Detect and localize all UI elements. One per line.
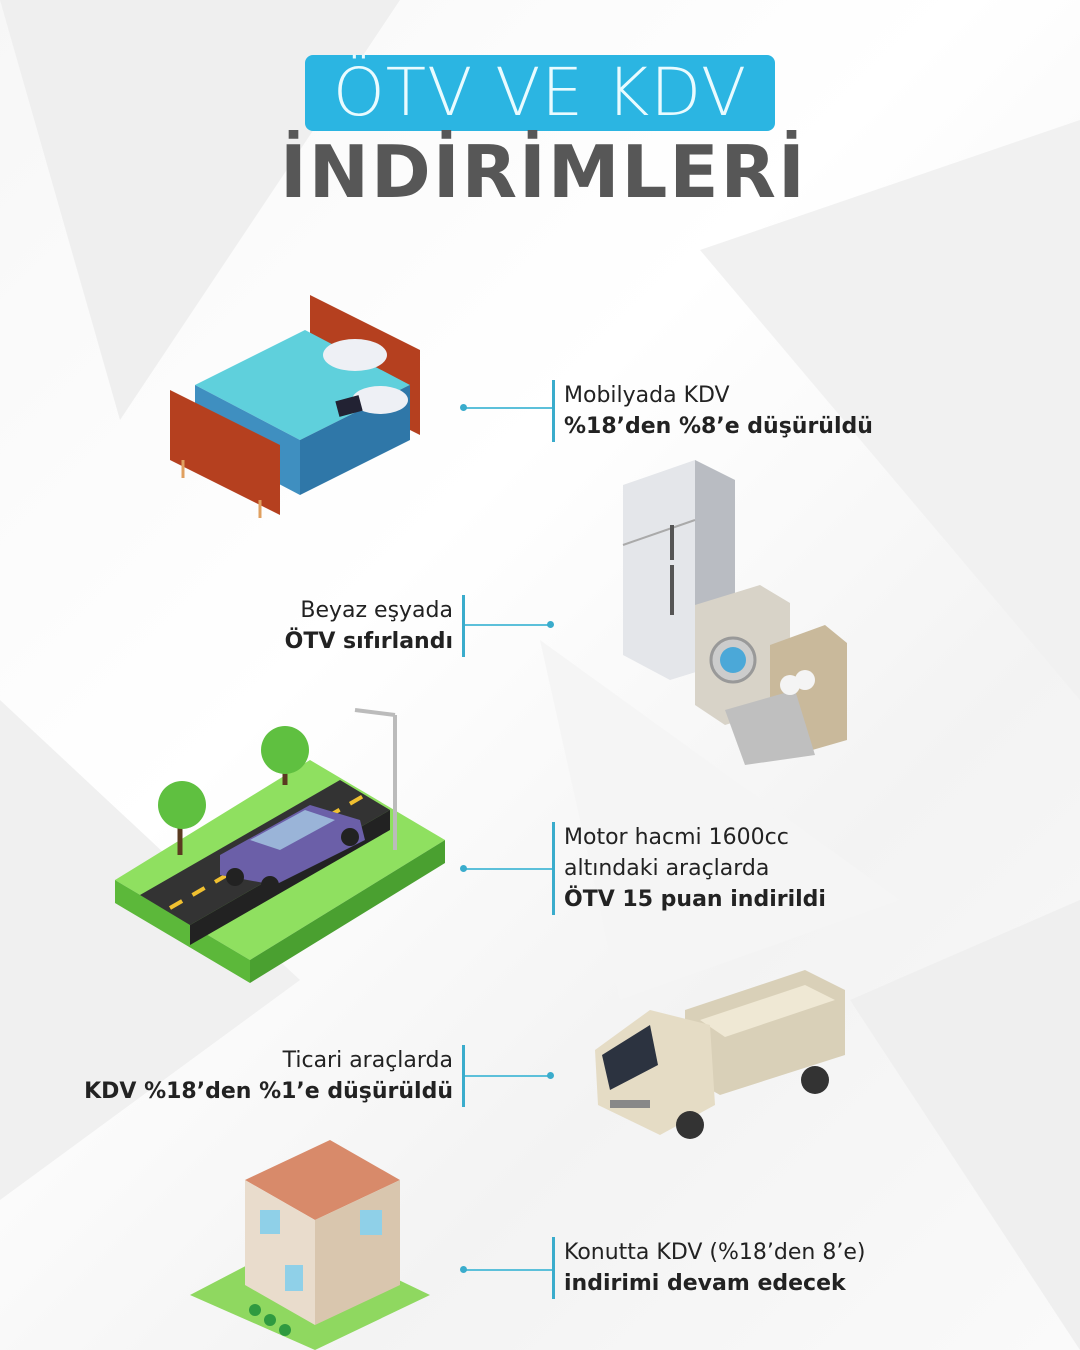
connector-dot <box>547 1072 554 1079</box>
connector-dot <box>460 1266 467 1273</box>
note-text-bold: KDV %18’den %1’e düşürüldü <box>84 1079 453 1104</box>
note-text: Beyaz eşyada <box>300 598 453 623</box>
truck-illustration <box>595 970 845 1139</box>
note-housing: Konutta KDV (%18’den 8’e) indirimi devam… <box>552 1237 865 1299</box>
title-badge: ÖTV VE KDV <box>305 55 775 131</box>
note-commercial-vehicles: Ticari araçlarda KDV %18’den %1’e düşürü… <box>84 1045 465 1107</box>
note-cars: Motor hacmi 1600cc altındaki araçlarda Ö… <box>552 822 826 915</box>
note-text-bold: %18’den %8’e düşürüldü <box>564 414 873 439</box>
note-text: altındaki araçlarda <box>564 856 770 881</box>
connector-line <box>465 624 550 626</box>
note-text: Konutta KDV (%18’den 8’e) <box>564 1240 866 1265</box>
connector-dot <box>460 404 467 411</box>
connector-line <box>465 1075 550 1077</box>
note-text: Ticari araçlarda <box>282 1048 453 1073</box>
note-furniture: Mobilyada KDV %18’den %8’e düşürüldü <box>552 380 873 442</box>
note-text: Motor hacmi 1600cc <box>564 825 789 850</box>
house-illustration <box>190 1140 430 1350</box>
connector-dot <box>547 621 554 628</box>
connector-line <box>464 868 555 870</box>
connector-line <box>464 1269 555 1271</box>
connector-dot <box>460 865 467 872</box>
note-text: Mobilyada KDV <box>564 383 730 408</box>
note-white-goods: Beyaz eşyada ÖTV sıfırlandı <box>285 595 465 657</box>
bed-illustration <box>170 295 420 518</box>
appliances-illustration <box>622 460 847 765</box>
note-text-bold: indirimi devam edecek <box>564 1271 846 1296</box>
page-title: İNDİRİMLERİ <box>280 130 807 214</box>
note-text-bold: ÖTV 15 puan indirildi <box>564 887 826 912</box>
note-text-bold: ÖTV sıfırlandı <box>284 629 453 654</box>
car-road-illustration <box>115 708 445 983</box>
connector-line <box>464 407 555 409</box>
title-line1: ÖTV VE KDV <box>332 54 748 131</box>
